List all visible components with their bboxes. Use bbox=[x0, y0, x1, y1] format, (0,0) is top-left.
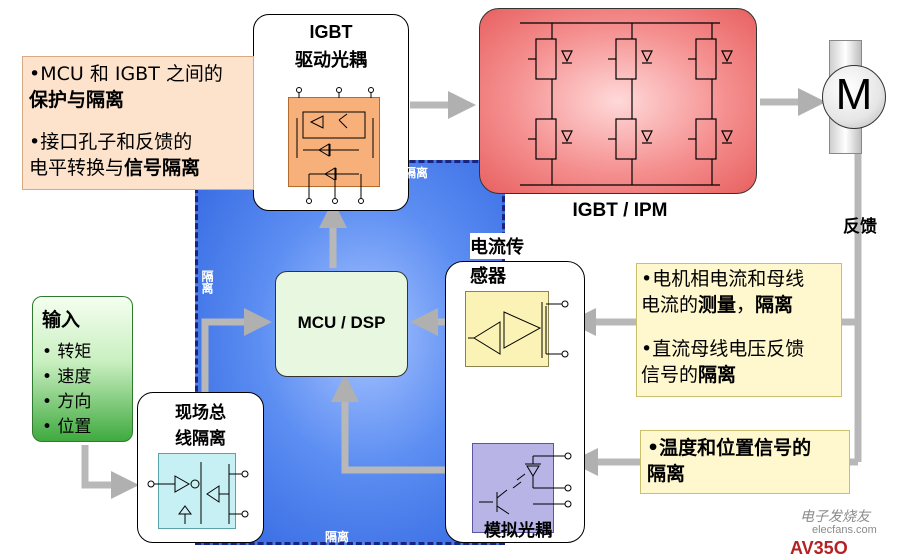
note-current-p1: •电机相电流和母线 bbox=[641, 268, 805, 290]
note-current-p2-bold: 隔离 bbox=[698, 364, 737, 386]
motor-label: M bbox=[835, 70, 873, 119]
fieldbus-chip bbox=[147, 453, 249, 529]
analog-optocoupler-chip bbox=[472, 443, 572, 533]
inputs-box bbox=[32, 296, 133, 442]
isolation-label-left: 隔离 bbox=[200, 270, 214, 294]
igbt-ipm-label: IGBT / IPM bbox=[572, 200, 668, 221]
inputs-item-position: • 位置 bbox=[42, 417, 92, 437]
arrow-inputs-to-fieldbus bbox=[81, 445, 139, 499]
watermark-url: elecfans.com bbox=[812, 524, 877, 536]
arrow-fieldbus-to-mcu bbox=[201, 308, 272, 395]
note-current-p2-pre: 信号的 bbox=[641, 364, 699, 386]
igbt-driver-title-line2: 驱动光耦 bbox=[295, 50, 367, 71]
current-sensor-chip bbox=[465, 291, 569, 367]
note-temp-line2: 隔离 bbox=[647, 463, 686, 485]
fieldbus-title-line1: 现场总 bbox=[175, 403, 226, 423]
current-sensor-schematic bbox=[468, 300, 569, 358]
igbt-driver-title-line1: IGBT bbox=[309, 22, 353, 42]
analog-opto-label: 模拟光耦 bbox=[484, 521, 552, 541]
note-mcu-igbt: •MCU 和 IGBT 之间的 保护与隔离 •接口孔子和反馈的 电平转换与信号隔… bbox=[22, 56, 254, 190]
isolation-label-top: 隔离 bbox=[404, 166, 429, 180]
driver-optocoupler-chip bbox=[288, 87, 380, 204]
note-temp-position: •温度和位置信号的 隔离 bbox=[640, 430, 850, 494]
note-mcu-igbt-p2-bold: 信号隔离 bbox=[124, 157, 201, 179]
mcu-dsp-block bbox=[275, 271, 408, 377]
analog-opto-schematic bbox=[479, 452, 572, 515]
current-sensor-title-line1: 电流传 bbox=[470, 233, 524, 259]
note-current-p1-bold-b: 隔离 bbox=[755, 294, 794, 316]
note-current: •电机相电流和母线 电流的测量，隔离 •直流母线电压反馈 信号的隔离 bbox=[636, 263, 842, 397]
inputs-item-direction: • 方向 bbox=[42, 392, 92, 412]
feedback-label: 反馈 bbox=[843, 217, 877, 237]
note-mcu-igbt-p1-bold: 保护与隔离 bbox=[29, 89, 125, 111]
arrow-opto-to-mcu bbox=[331, 374, 470, 474]
inputs-item-torque: • 转矩 bbox=[42, 342, 92, 362]
note-current-p1-bold-a: 测量 bbox=[698, 294, 737, 316]
mcu-dsp-label: MCU / DSP bbox=[297, 313, 386, 332]
note-current-p1-mid: ， bbox=[736, 294, 756, 316]
note-mcu-igbt-p1: •MCU 和 IGBT 之间的 bbox=[29, 63, 223, 85]
current-sensor-title-line2: 感器 bbox=[470, 266, 506, 287]
isolation-label-bottom: 隔离 bbox=[325, 530, 350, 544]
inputs-title: 输入 bbox=[42, 309, 81, 331]
note-current-p2: •直流母线电压反馈 bbox=[641, 338, 805, 360]
fieldbus-schematic bbox=[147, 462, 249, 524]
note-temp-line1: •温度和位置信号的 bbox=[647, 437, 812, 459]
inputs-item-speed: • 速度 bbox=[42, 367, 92, 387]
watermark-text: 电子发烧友 bbox=[800, 509, 870, 525]
igbt-bridge-schematic bbox=[520, 22, 733, 186]
driver-opto-schematic bbox=[296, 87, 374, 204]
note-mcu-igbt-p2: •接口孔子和反馈的 bbox=[29, 131, 193, 153]
fieldbus-title-line2: 线隔离 bbox=[175, 429, 226, 449]
note-current-p1-pre: 电流的 bbox=[641, 294, 699, 316]
igbt-ipm-block bbox=[479, 8, 757, 194]
watermark-logo: AV35O bbox=[790, 538, 848, 558]
note-mcu-igbt-p2-pre: 电平转换与 bbox=[29, 157, 125, 179]
motor-symbol bbox=[822, 65, 886, 129]
